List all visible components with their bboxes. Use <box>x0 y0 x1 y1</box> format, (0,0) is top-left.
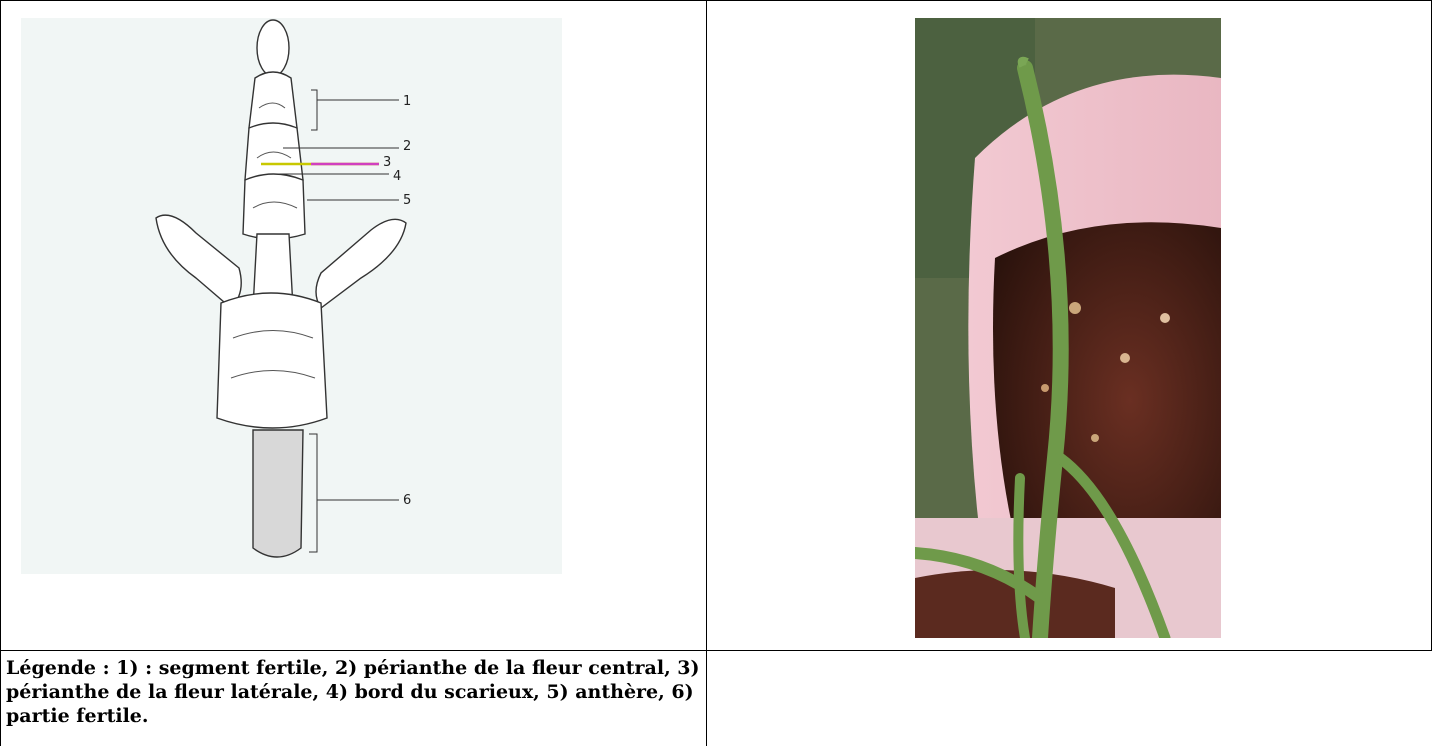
figure-legend: Légende : 1) : segment fertile, 2) péria… <box>6 656 706 728</box>
drawing-branch-right <box>316 219 406 308</box>
table-column-divider <box>706 0 707 746</box>
callout-6: 6 <box>403 493 411 508</box>
table-border-left <box>0 0 1 746</box>
botanical-drawing: 1 2 3 4 5 6 <box>21 18 562 574</box>
drawing-svg: 1 2 3 4 5 6 <box>21 18 562 574</box>
callout-1: 1 <box>403 94 411 109</box>
drawing-lower-cluster <box>217 293 327 428</box>
callout-4: 4 <box>393 169 401 184</box>
callout-5: 5 <box>403 193 411 208</box>
table-row-divider <box>0 650 1432 651</box>
photo-svg <box>915 18 1221 638</box>
drawing-segment <box>257 20 289 76</box>
plant-photo <box>915 18 1221 638</box>
callout-2: 2 <box>403 139 411 154</box>
drawing-stalk <box>253 430 303 557</box>
drawing-branch-left <box>156 215 241 308</box>
callout-3: 3 <box>383 155 391 170</box>
table-border-top <box>0 0 1432 1</box>
drawing-segment <box>243 174 305 239</box>
